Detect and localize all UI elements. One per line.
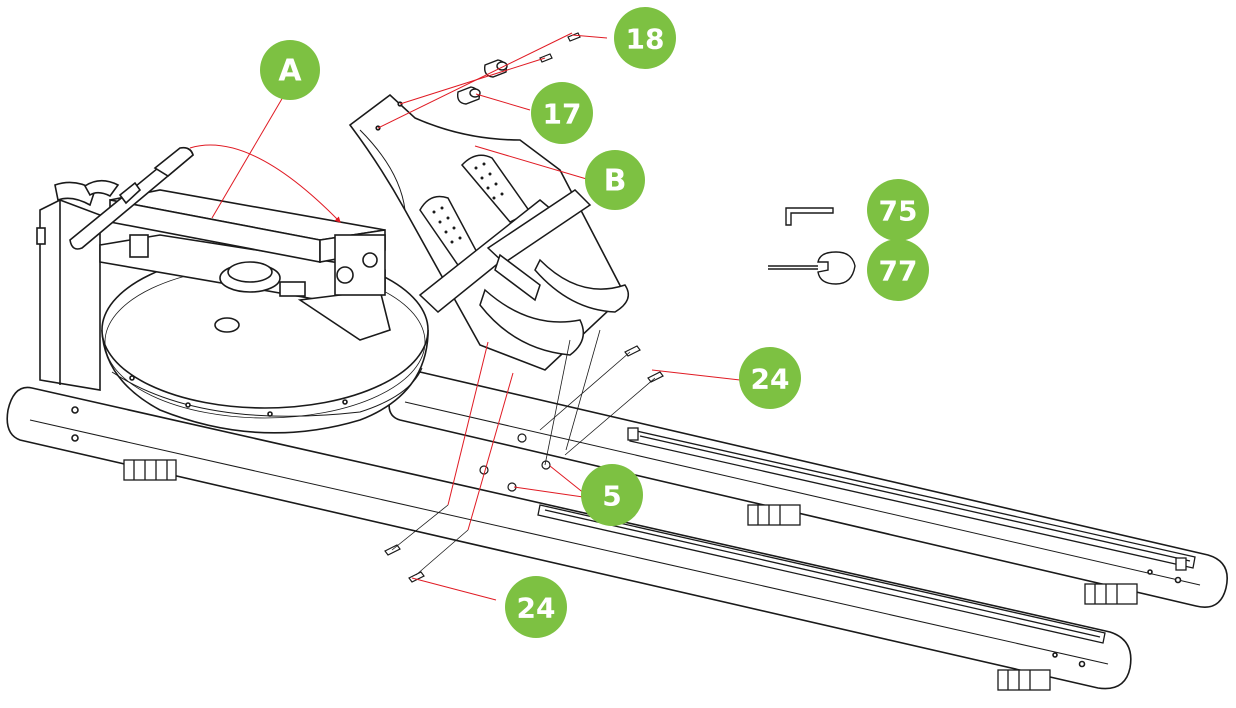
callout-24-right: 24: [739, 347, 801, 409]
upper-arm-assembly: [99, 189, 391, 341]
rail-track-left: [537, 504, 1106, 644]
callout-b: B: [585, 150, 645, 210]
callout-77-label: 77: [879, 255, 918, 288]
callout-75-label: 75: [879, 195, 918, 228]
leader-lines: [189, 32, 741, 601]
callout-5-label: 5: [602, 480, 621, 513]
callout-a: A: [260, 40, 320, 100]
rail-track-right: [627, 427, 1196, 571]
callout-a-label: A: [278, 54, 302, 89]
front-frame: [36, 181, 131, 391]
callout-b-label: B: [604, 164, 627, 199]
callout-75: 75: [867, 179, 929, 241]
callout-24-bottom: 24: [505, 576, 567, 638]
callout-5: 5: [581, 464, 643, 526]
callout-24-right-label: 24: [751, 363, 790, 396]
rail-left: [6, 386, 1132, 690]
callout-24-bottom-label: 24: [517, 592, 556, 625]
callout-18: 18: [614, 7, 676, 69]
callout-77: 77: [867, 239, 929, 301]
callout-18-label: 18: [626, 23, 665, 56]
foot-plates: [418, 154, 630, 356]
rail-feet: [123, 459, 1138, 691]
spanner-part-77: [768, 251, 856, 285]
allen-key-part-75: [785, 207, 834, 226]
fastener-axis-lines: [391, 329, 656, 576]
screws-part-18: [539, 32, 581, 63]
callout-17: 17: [531, 82, 593, 144]
nuts-part-5: [479, 433, 551, 492]
spacers-part-17: [456, 59, 508, 105]
handle-bar: [69, 146, 194, 250]
callout-17-label: 17: [543, 98, 582, 131]
foot-plate-grip-dots: [432, 162, 504, 244]
